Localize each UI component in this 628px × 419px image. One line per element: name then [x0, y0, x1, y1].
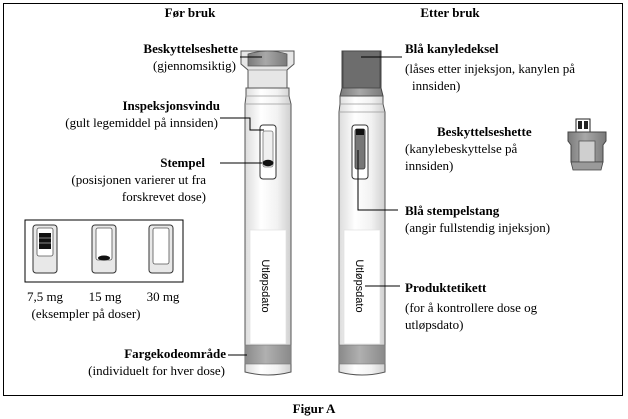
label-product-title: Produktetikett	[405, 280, 487, 295]
header-after-use: Etter bruk	[420, 5, 480, 20]
header-before-use: Før bruk	[164, 5, 216, 20]
figure-frame	[3, 3, 623, 396]
label-plunger-desc-2: forskrevet dose)	[121, 189, 206, 204]
label-plunger-desc-1: (posisjonen varierer ut fra	[71, 172, 206, 187]
label-removed-cap-desc-2: innsiden)	[405, 158, 454, 173]
plunger	[262, 159, 274, 167]
color-code-band	[244, 344, 292, 365]
pen-after-use	[338, 50, 386, 376]
label-color-desc: (individuelt for hver dose)	[88, 363, 225, 378]
pen-label-text-right: Utløpsdato	[353, 259, 365, 312]
label-shield-desc-1: (låses etter injeksjon, kanylen på	[405, 61, 576, 76]
pen-label-text-left: Utløpsdato	[259, 259, 271, 312]
color-code-band-after	[338, 344, 386, 365]
pen-before-use	[240, 50, 295, 376]
dose-value-3: 30 mg	[146, 289, 180, 304]
transparent-cap	[240, 50, 295, 89]
label-cap-title: Beskyttelseshette	[143, 41, 238, 56]
label-color-title: Fargekodeområde	[124, 346, 226, 361]
label-rod-title: Blå stempelstang	[405, 203, 500, 218]
label-window-title: Inspeksjonsvindu	[122, 98, 220, 113]
dose-examples-box	[24, 219, 184, 283]
plunger-rod-window	[351, 124, 369, 180]
label-cap-desc: (gjennomsiktig)	[152, 58, 236, 73]
inspection-window	[259, 124, 277, 180]
label-shield-desc-2: innsiden)	[412, 78, 461, 93]
label-plunger-title: Stempel	[160, 155, 205, 170]
label-window-desc: (gult legemiddel på innsiden)	[65, 115, 218, 130]
label-removed-cap-title: Beskyttelseshette	[437, 124, 532, 139]
figure-caption: Figur A	[292, 401, 336, 416]
dose-value-2: 15 mg	[88, 289, 122, 304]
dose-examples-note: (eksempler på doser)	[31, 306, 141, 321]
label-shield-title: Blå kanyledeksel	[405, 41, 499, 56]
removed-cap-icon	[567, 118, 607, 171]
pen-label-area	[249, 229, 287, 345]
leader-lines	[220, 56, 402, 356]
label-removed-cap-desc-1: (kanylebeskyttelse på	[405, 141, 518, 156]
label-product-desc-2: utløpsdato)	[405, 317, 464, 332]
pen-label-area-after	[343, 229, 381, 345]
dose-value-1: 7,5 mg	[26, 289, 64, 304]
label-product-desc-1: (for å kontrollere dose og	[405, 300, 538, 315]
label-rod-desc: (angir fullstendig injeksjon)	[405, 220, 551, 235]
